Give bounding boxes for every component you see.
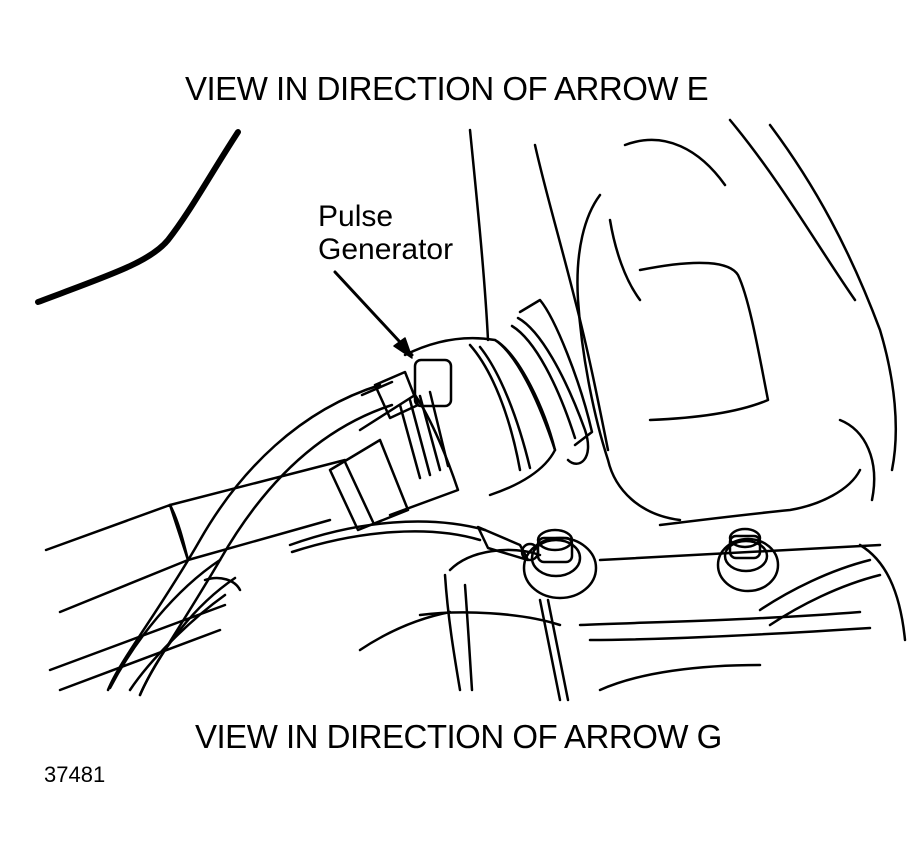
pan-bolt-left <box>524 530 596 598</box>
caption-arrow-e: VIEW IN DIRECTION OF ARROW E <box>185 70 709 107</box>
caption-arrow-g: VIEW IN DIRECTION OF ARROW G <box>195 718 722 755</box>
ground-wire <box>290 522 538 560</box>
callout-leader-line <box>335 272 412 355</box>
pan-bolt-right <box>718 529 778 591</box>
wire-harness <box>108 385 392 695</box>
callout-line-1: Pulse <box>318 200 394 233</box>
figure-number: 37481 <box>44 762 106 787</box>
lower-linkage <box>46 460 345 690</box>
transmission-housing <box>470 120 896 525</box>
callout-line-2: Generator <box>318 233 454 266</box>
callout-arrowhead <box>394 338 412 358</box>
pulse-generator-body <box>330 300 592 530</box>
transmission-pan <box>360 545 905 700</box>
left-body-panel-edge <box>38 132 238 302</box>
pulse-generator-callout: Pulse Generator <box>318 200 453 266</box>
